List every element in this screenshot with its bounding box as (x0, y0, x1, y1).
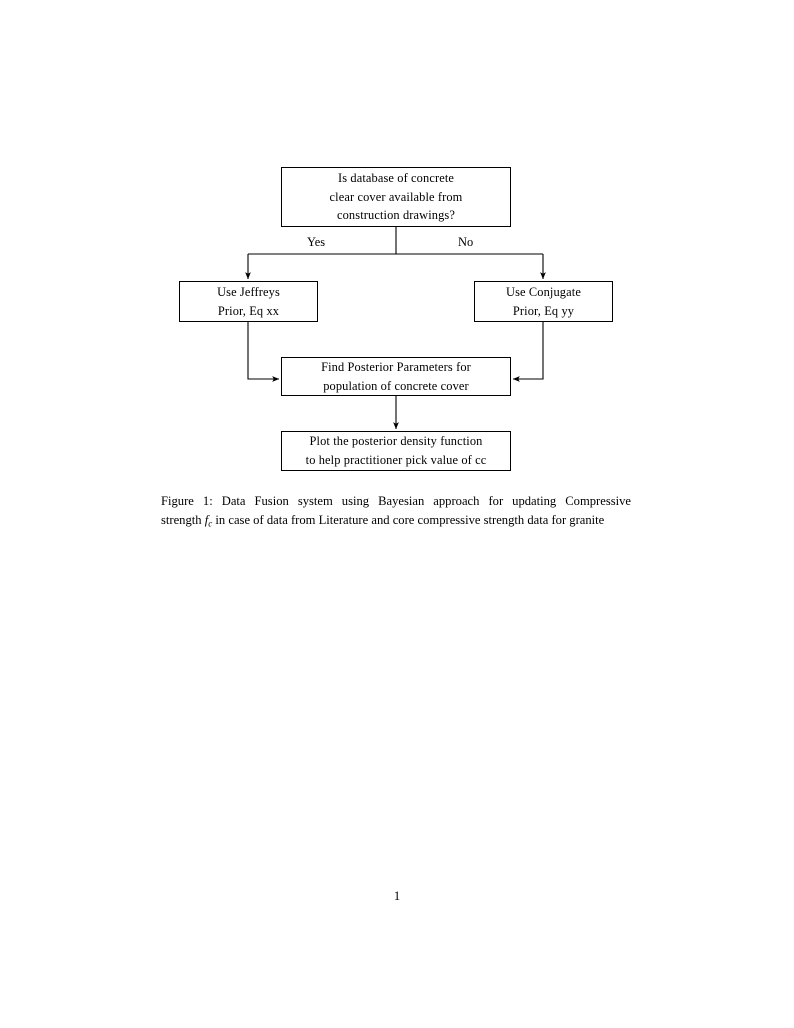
figure-caption-label: Figure 1: (161, 494, 213, 508)
node-plot-line-1: Plot the posterior density function (309, 434, 483, 449)
node-posterior-line-2: population of concrete cover (323, 378, 469, 393)
figure-caption-text-part-2: in case of data from Literature and core… (215, 513, 605, 528)
node-plot-line-2: to help practitioner pick value of cc (305, 453, 487, 467)
node-conjugate-line-1: Use Conjugate (506, 284, 581, 299)
flowchart-node-conjugate-prior: Use Conjugate Prior, Eq yy (474, 281, 613, 322)
edge-label-no: No (458, 235, 474, 249)
figure-caption: Figure 1: Data Fusion system using Bayes… (161, 492, 631, 531)
flowchart-node-plot-density: Plot the posterior density function to h… (281, 431, 511, 471)
figure-caption-math-subscript: c (208, 518, 213, 529)
node-posterior-line-1: Find Posterior Parameters for (321, 359, 471, 374)
figure-flowchart: Is database of concrete clear cover avai… (0, 0, 794, 490)
edge-label-yes: Yes (307, 235, 326, 249)
node-question-line-3: construction drawings? (336, 208, 455, 223)
node-jeffreys-line-2: Prior, Eq xx (217, 303, 280, 318)
flowchart-node-question: Is database of concrete clear cover avai… (281, 167, 511, 227)
flowchart-node-find-posterior: Find Posterior Parameters for population… (281, 357, 511, 396)
page-number: 1 (393, 889, 401, 903)
figure-caption-text-part-1: Data Fusion system using Bayesian approa… (161, 494, 632, 528)
flowchart-node-jeffreys-prior: Use Jeffreys Prior, Eq xx (179, 281, 318, 322)
figure-caption-math-variable: f (204, 513, 209, 528)
edge-conjugate-to-posterior (512, 322, 544, 382)
node-jeffreys-line-1: Use Jeffreys (217, 284, 280, 299)
edge-jeffreys-to-posterior (247, 322, 280, 382)
node-question-line-1: Is database of concrete (337, 170, 455, 185)
flowchart-connectors (245, 227, 546, 430)
node-conjugate-line-2: Prior, Eq yy (512, 303, 575, 318)
node-question-line-2: clear cover available from (329, 189, 463, 204)
